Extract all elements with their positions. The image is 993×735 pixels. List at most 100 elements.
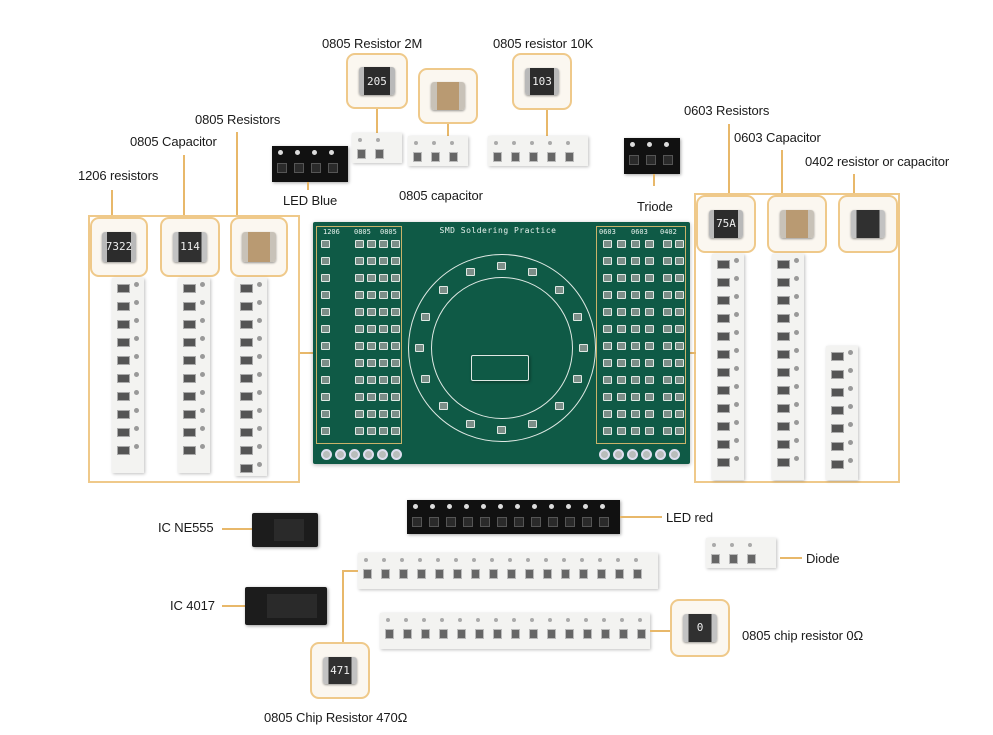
tape-pocket — [363, 569, 372, 579]
pcb-pad — [391, 308, 400, 316]
pcb-col-label: 1206 — [323, 228, 340, 236]
sprocket-hole — [481, 504, 486, 509]
connector-line — [222, 528, 252, 530]
tape-pocket — [777, 278, 790, 287]
pcb-pad — [603, 342, 612, 350]
pcb-pad — [379, 257, 388, 265]
sprocket-hole — [358, 138, 362, 142]
tape-pocket — [717, 314, 730, 323]
pcb-pad — [645, 376, 654, 384]
connector-line — [342, 570, 344, 642]
resistor-2m-chip: 205 — [359, 67, 395, 95]
resistor-0805-tape — [235, 278, 267, 476]
pcb-pad — [617, 291, 626, 299]
sprocket-hole — [848, 404, 853, 409]
pcb-pad — [603, 410, 612, 418]
connector-line — [111, 190, 113, 216]
pcb-pad — [367, 308, 376, 316]
capacitor-0805-chip: 114 — [172, 232, 208, 262]
sprocket-hole — [312, 150, 317, 155]
sprocket-hole — [848, 386, 853, 391]
resistor-10k-chip: 103 — [524, 67, 560, 96]
sprocket-hole — [664, 142, 669, 147]
pcb-pad — [321, 427, 330, 435]
tape-pocket — [117, 338, 130, 347]
pcb-pad — [617, 240, 626, 248]
pcb-pad — [367, 410, 376, 418]
pcb-pad — [355, 240, 364, 248]
sprocket-hole — [848, 422, 853, 427]
led-pocket — [514, 517, 524, 527]
tape-pocket — [183, 302, 196, 311]
pcb-pad — [663, 274, 672, 282]
resistor-0603-tape — [712, 254, 744, 480]
sprocket-hole — [734, 366, 739, 371]
pcb-pad — [617, 325, 626, 333]
pcb-pad — [663, 376, 672, 384]
tape-pocket — [453, 569, 462, 579]
pcb-pad — [631, 257, 640, 265]
pcb-pad — [675, 359, 684, 367]
tape-pocket — [240, 446, 253, 455]
sprocket-hole — [602, 618, 606, 622]
pcb-pad — [391, 325, 400, 333]
sprocket-hole — [630, 142, 635, 147]
smd-practice-pcb: SMD Soldering Practice 1206 0805 0805 06… — [313, 222, 690, 464]
tape-pocket — [831, 370, 844, 379]
pcb-pad — [631, 393, 640, 401]
tape-pocket — [117, 410, 130, 419]
right-group-frame — [694, 193, 900, 483]
sprocket-hole — [734, 276, 739, 281]
pcb-pad — [603, 308, 612, 316]
sprocket-hole — [580, 558, 584, 562]
sprocket-hole — [794, 330, 799, 335]
sprocket-hole — [257, 318, 262, 323]
pcb-pad — [321, 257, 330, 265]
led-pocket — [480, 517, 490, 527]
pcb-pad — [675, 427, 684, 435]
pcb-hole — [641, 449, 652, 460]
pcb-pad — [645, 427, 654, 435]
pcb-pad — [663, 325, 672, 333]
pcb-hole — [349, 449, 360, 460]
sprocket-hole — [583, 504, 588, 509]
sprocket-hole — [376, 138, 380, 142]
tape-pocket — [183, 446, 196, 455]
sprocket-hole — [257, 372, 262, 377]
tape-pocket — [831, 424, 844, 433]
pcb-col-label: 0603 — [631, 228, 648, 236]
sprocket-hole — [134, 444, 139, 449]
tape-pocket — [240, 320, 253, 329]
sprocket-hole — [530, 141, 534, 145]
sprocket-hole — [620, 618, 624, 622]
resistor-0603-closeup: 75A — [696, 195, 756, 253]
pcb-pad — [421, 312, 431, 321]
sprocket-hole — [647, 142, 652, 147]
tape-pocket — [777, 332, 790, 341]
pcb-col-label: 0402 — [660, 228, 677, 236]
pcb-pad — [554, 401, 564, 410]
sprocket-hole — [472, 558, 476, 562]
chip-resistor-470-closeup: 471 — [310, 642, 370, 699]
led-pocket — [629, 155, 639, 165]
pcb-pad — [617, 342, 626, 350]
tape-pocket — [717, 368, 730, 377]
tape-pocket — [117, 302, 130, 311]
pcb-pad — [675, 393, 684, 401]
sprocket-hole — [562, 558, 566, 562]
sprocket-hole — [584, 618, 588, 622]
pcb-pad — [367, 240, 376, 248]
pcb-pad — [645, 393, 654, 401]
tape-pocket — [183, 338, 196, 347]
pcb-pad — [603, 393, 612, 401]
led-red-tape — [407, 500, 620, 534]
tape-pocket — [777, 404, 790, 413]
sprocket-hole — [436, 558, 440, 562]
tape-pocket — [117, 320, 130, 329]
pcb-pad — [379, 410, 388, 418]
pcb-pad — [321, 359, 330, 367]
pcb-pad — [645, 291, 654, 299]
pcb-pad — [321, 308, 330, 316]
pcb-hole — [321, 449, 332, 460]
tape-pocket — [507, 569, 516, 579]
